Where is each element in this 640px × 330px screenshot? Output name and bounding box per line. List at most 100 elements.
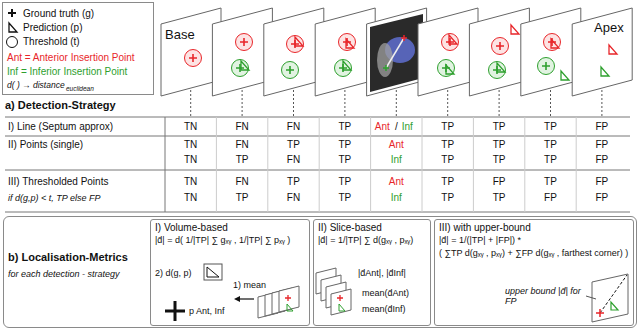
table-cell: TN — [184, 139, 197, 151]
table-cell: FP — [544, 192, 557, 204]
legend-icons — [9, 23, 17, 32]
legend-note: d( ) → distance — [7, 81, 65, 91]
formula: |d̄| = d( 1/|TP| ∑ gₓᵧ , 1/|TP| ∑ pₓᵧ ) — [155, 235, 305, 245]
legend-note: euclidean — [66, 85, 94, 92]
slice-stack — [492, 38, 509, 55]
table-cell: TN — [184, 176, 197, 188]
slice-stack — [538, 58, 555, 75]
row-label: II) Points (single) — [8, 139, 83, 151]
metric-panel: II) Slice-based|d̄| = 1/|TP| ∑ d(gₓᵧ , p… — [313, 219, 431, 326]
legend-icons — [8, 9, 16, 17]
table-grid — [216, 117, 217, 212]
table-cell: TP — [441, 139, 454, 151]
table-cell: TP — [493, 154, 506, 166]
table-grid — [319, 117, 320, 212]
formula: |d̄| = 1/(|TP| + |FP|) * — [439, 235, 629, 245]
panel-title: III) with upper-bound — [439, 222, 531, 234]
table-cell: FN — [287, 192, 300, 204]
slice-stack — [370, 14, 423, 92]
legend-icons — [7, 9, 18, 48]
slice-stack — [601, 67, 609, 76]
legend-box: Ground truth (g)Prediction (p)Threshold … — [2, 2, 154, 95]
metric-panel: I) Volume-based|d̄| = d( 1/|TP| ∑ gₓᵧ , … — [150, 219, 310, 326]
table-cell: TP — [287, 139, 300, 151]
legend-text: Prediction (p) — [23, 22, 82, 34]
table-cell: FN — [235, 176, 248, 188]
table-grid — [524, 117, 525, 212]
upper-bound-sketch — [592, 274, 628, 322]
upper-bound-sketch — [596, 309, 604, 317]
table-cell: Ant — [389, 139, 404, 151]
slice-stack — [438, 60, 455, 77]
section-note: for each detection - strategy — [8, 269, 120, 279]
table-cell: TP — [441, 121, 454, 133]
table-cell: TP — [493, 139, 506, 151]
table-cell: FN — [235, 121, 248, 133]
volume-sketch — [285, 295, 291, 301]
bound-note: upper bound |d̄| for FP — [505, 286, 583, 307]
table-grid — [473, 117, 474, 212]
table-cell: FN — [287, 154, 300, 166]
table-grid — [216, 117, 576, 212]
table-cell: TP — [339, 139, 352, 151]
slice-stack — [295, 37, 303, 46]
upper-bound-sketch — [586, 274, 628, 322]
slice-stack — [386, 38, 404, 68]
slice-sketch — [337, 295, 343, 301]
metrics-frame: b) Localisation-Metricsfor each detectio… — [3, 216, 637, 328]
table-cell: Inf — [402, 121, 413, 133]
table-cell: FP — [596, 121, 609, 133]
table-cell: Ant — [389, 176, 404, 188]
volume-sketch — [234, 296, 240, 302]
table-cell: TP — [339, 192, 352, 204]
slice-stack — [241, 61, 249, 70]
mean-label: mean(d̄Ant) — [362, 288, 409, 298]
table-cell: Inf — [391, 192, 402, 204]
slice-leader — [191, 90, 602, 116]
slice-stack — [449, 35, 457, 44]
table-cell: TP — [493, 192, 506, 204]
slice-stack — [339, 34, 356, 51]
panel-title: II) Slice-based — [318, 222, 382, 234]
slice-sketch — [339, 304, 345, 311]
table-cell: TP — [236, 192, 249, 204]
table-grid — [5, 212, 630, 213]
table-grid — [5, 136, 630, 137]
slice-leader — [242, 90, 243, 116]
slice-stack — [442, 34, 459, 51]
table-cell: TP — [544, 139, 557, 151]
slice-stack — [383, 65, 389, 71]
slice-sketch — [331, 289, 351, 315]
table-cell: TP — [544, 176, 557, 188]
step-label: 1) mean — [233, 280, 266, 290]
table-grid — [5, 117, 630, 118]
table-cell: TP — [544, 154, 557, 166]
table-grid — [576, 117, 577, 212]
volume-sketch — [287, 304, 293, 311]
slice-leader — [499, 90, 500, 116]
condition-note: if d(g,p) < t, TP else FP — [8, 193, 100, 203]
formula: ( ∑TP d(gₓᵧ , pₓᵧ) + ∑FP d(gₓᵧ , farthes… — [439, 248, 631, 258]
slice-stack — [185, 50, 202, 67]
volume-sketch — [165, 301, 185, 321]
table-cell: TP — [287, 176, 300, 188]
slice-stack — [282, 62, 299, 79]
slice-stack — [489, 62, 506, 79]
slice-stack — [497, 63, 505, 72]
table-cell: TN — [184, 192, 197, 204]
table-cell: Ant — [375, 121, 390, 133]
row-label: I) Line (Septum approx) — [8, 121, 113, 133]
slice-stack — [343, 61, 351, 70]
table-cell: TP — [493, 121, 506, 133]
slice-leader — [190, 90, 191, 116]
table-cell: TN — [184, 154, 197, 166]
slice-stack — [446, 65, 454, 74]
slice-stack — [346, 39, 354, 48]
legend-text: Ant = Anterior Insertion Point — [7, 52, 135, 64]
slice-leader — [447, 90, 448, 116]
slice-stack — [544, 34, 561, 51]
table-cell: FP — [596, 192, 609, 204]
table-grid — [5, 117, 630, 212]
table-cell: TP — [441, 176, 454, 188]
